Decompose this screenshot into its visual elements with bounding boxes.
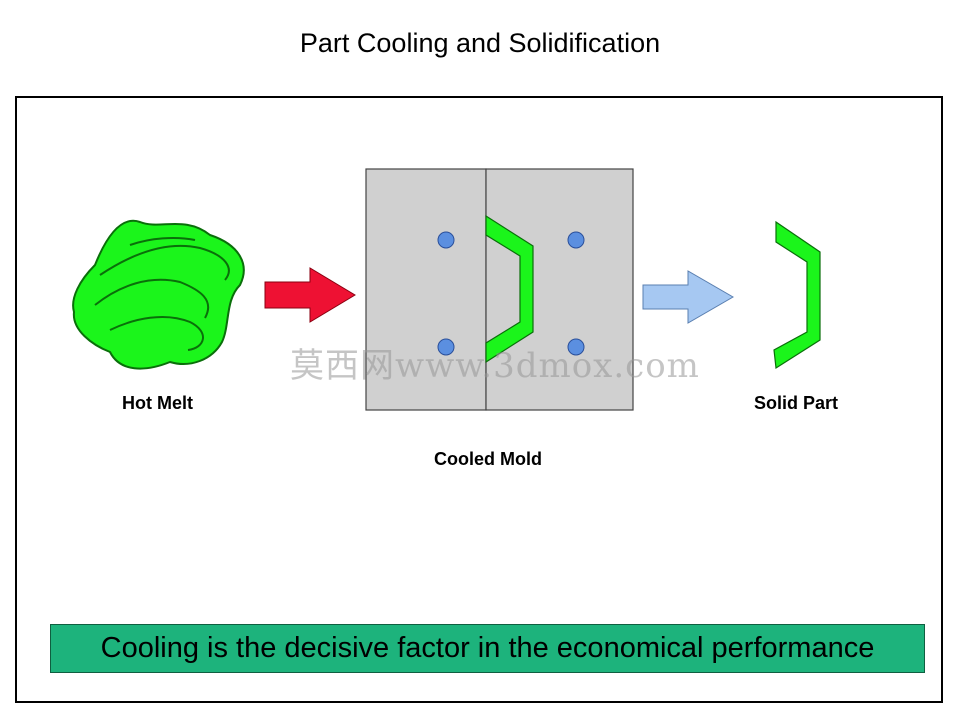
cooling-channel-circle bbox=[437, 338, 455, 356]
conclusion-banner: Cooling is the decisive factor in the ec… bbox=[50, 624, 925, 673]
solid-part-shape bbox=[773, 220, 821, 370]
solid-part-label: Solid Part bbox=[754, 393, 839, 413]
red-flow-arrow bbox=[264, 267, 356, 323]
page-title: Part Cooling and Solidification bbox=[299, 28, 661, 58]
diagram-frame bbox=[15, 96, 943, 703]
cooled-mold-label: Cooled Mold bbox=[434, 449, 542, 469]
cooling-channel-circle bbox=[437, 231, 455, 249]
molded-part-in-cavity bbox=[485, 214, 534, 364]
blue-flow-arrow bbox=[642, 270, 734, 324]
hot-melt-blob bbox=[72, 219, 245, 370]
watermark-text: 莫西网www.3dmox.com bbox=[290, 346, 700, 386]
hot-melt-label: Hot Melt bbox=[122, 393, 193, 413]
mold-left-half bbox=[365, 168, 487, 411]
mold-right-half bbox=[485, 168, 634, 411]
cooling-channel-circle bbox=[567, 338, 585, 356]
cooling-channel-circle bbox=[567, 231, 585, 249]
